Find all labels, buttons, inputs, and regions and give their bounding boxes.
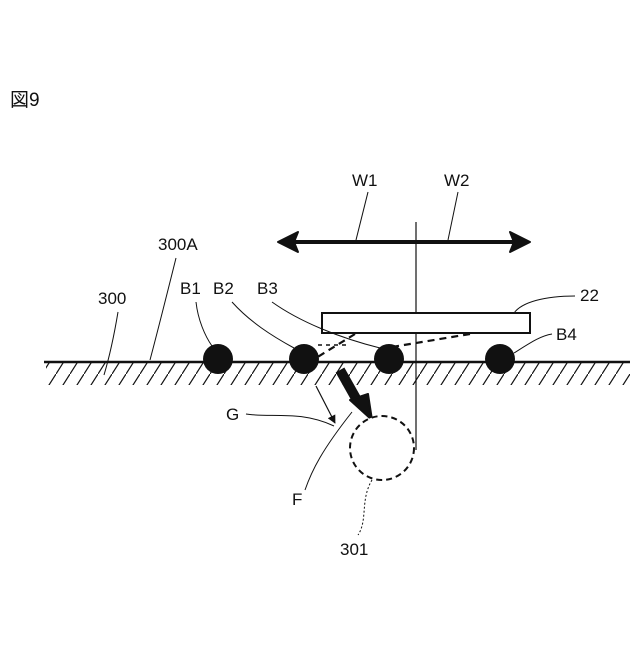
label-g: G xyxy=(226,405,239,424)
surface-leader xyxy=(150,258,176,360)
label-f: F xyxy=(292,490,302,509)
plate-22 xyxy=(322,313,530,333)
w1-leader xyxy=(356,192,368,240)
plate-leader xyxy=(514,296,575,313)
dashed-line-right xyxy=(392,334,470,347)
label-b4: B4 xyxy=(556,325,577,344)
label-300a: 300A xyxy=(158,235,198,254)
label-b3: B3 xyxy=(257,279,278,298)
label-b1: B1 xyxy=(180,279,201,298)
label-w1: W1 xyxy=(352,171,378,190)
label-301: 301 xyxy=(340,540,368,559)
label-22: 22 xyxy=(580,286,599,305)
small-arrow-g xyxy=(316,386,335,423)
dashed-line-left xyxy=(316,334,355,358)
label-w2: W2 xyxy=(444,171,470,190)
b1-leader xyxy=(196,302,212,346)
figure-title: 図9 xyxy=(10,90,40,111)
w-double-arrow xyxy=(278,232,530,252)
ball-b3 xyxy=(374,344,404,374)
g-leader xyxy=(246,414,334,426)
circle-301-leader xyxy=(358,480,372,535)
label-300: 300 xyxy=(98,289,126,308)
b2-leader xyxy=(232,302,294,348)
ball-b1 xyxy=(203,344,233,374)
dashed-circle-301 xyxy=(350,416,414,480)
b4-leader xyxy=(514,334,552,353)
ball-b4 xyxy=(485,344,515,374)
ball-b2 xyxy=(289,344,319,374)
label-b2: B2 xyxy=(213,279,234,298)
w2-leader xyxy=(448,192,458,240)
